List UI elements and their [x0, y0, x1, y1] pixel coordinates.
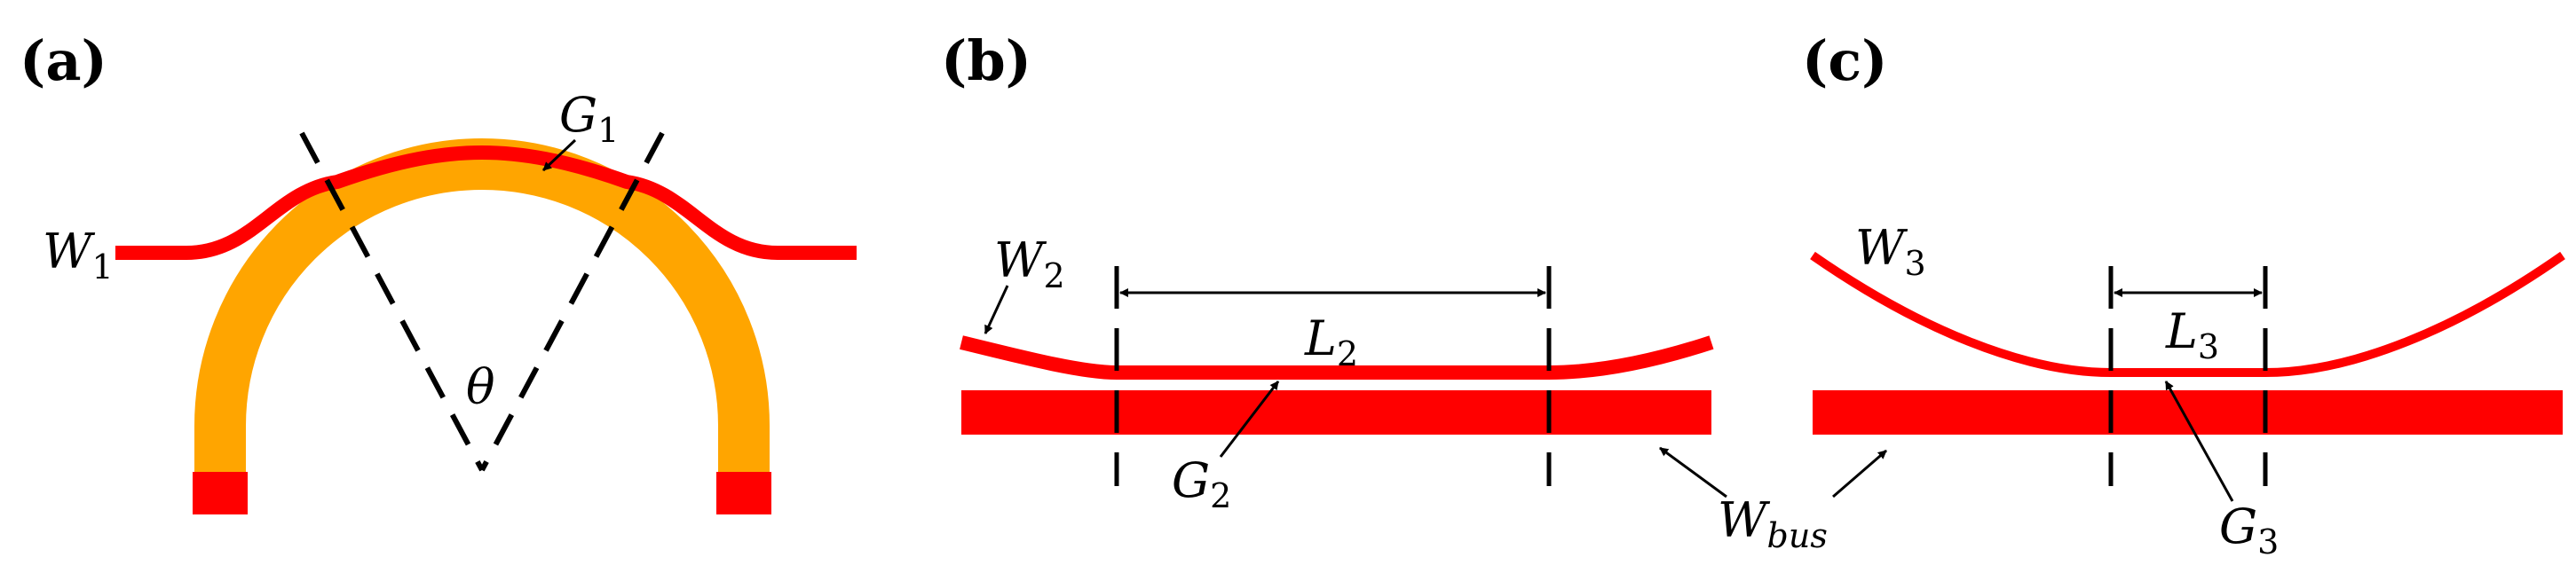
curved-waveguide-w2 — [960, 335, 1714, 380]
curved-waveguide-w3 — [1810, 251, 2565, 377]
g1-arrow — [541, 138, 577, 172]
l3-label: L3 — [2165, 303, 2219, 366]
panel-a: (a) θ W1 G1 — [20, 28, 857, 514]
panel-b: (b) L2 W2 G2 — [941, 28, 1714, 515]
panel-b-label: (b) — [941, 28, 1031, 93]
ring-resonator — [194, 138, 770, 475]
ring-end-left — [193, 472, 248, 514]
g3-arrow — [2164, 381, 2234, 502]
wbus-arrow-left — [1659, 446, 1727, 498]
bent-waveguide-w1 — [115, 145, 857, 260]
w2-arrow — [984, 285, 1009, 334]
bus-waveguide-b — [961, 390, 1711, 435]
bus-waveguide-c — [1813, 390, 2563, 435]
angle-line-right — [479, 131, 665, 472]
angle-line-left — [299, 131, 485, 472]
ring-end-right — [716, 472, 771, 514]
wbus-annotation: Wbus — [1659, 446, 1887, 555]
g1-label: G1 — [559, 87, 619, 150]
wbus-arrow-right — [1832, 449, 1887, 498]
panel-c: (c) L3 W3 G3 — [1802, 28, 2565, 561]
g2-label: G2 — [1172, 452, 1231, 515]
g2-arrow — [1219, 381, 1280, 458]
l2-label: L2 — [1304, 310, 1358, 373]
panel-c-label: (c) — [1802, 28, 1887, 93]
wbus-label: Wbus — [1718, 492, 1828, 555]
g3-label: G3 — [2219, 498, 2279, 561]
panel-a-label: (a) — [20, 28, 107, 93]
w3-label: W3 — [1855, 220, 1926, 283]
theta-label: θ — [466, 359, 495, 415]
w1-label: W1 — [43, 224, 114, 286]
w2-label: W2 — [994, 232, 1065, 295]
